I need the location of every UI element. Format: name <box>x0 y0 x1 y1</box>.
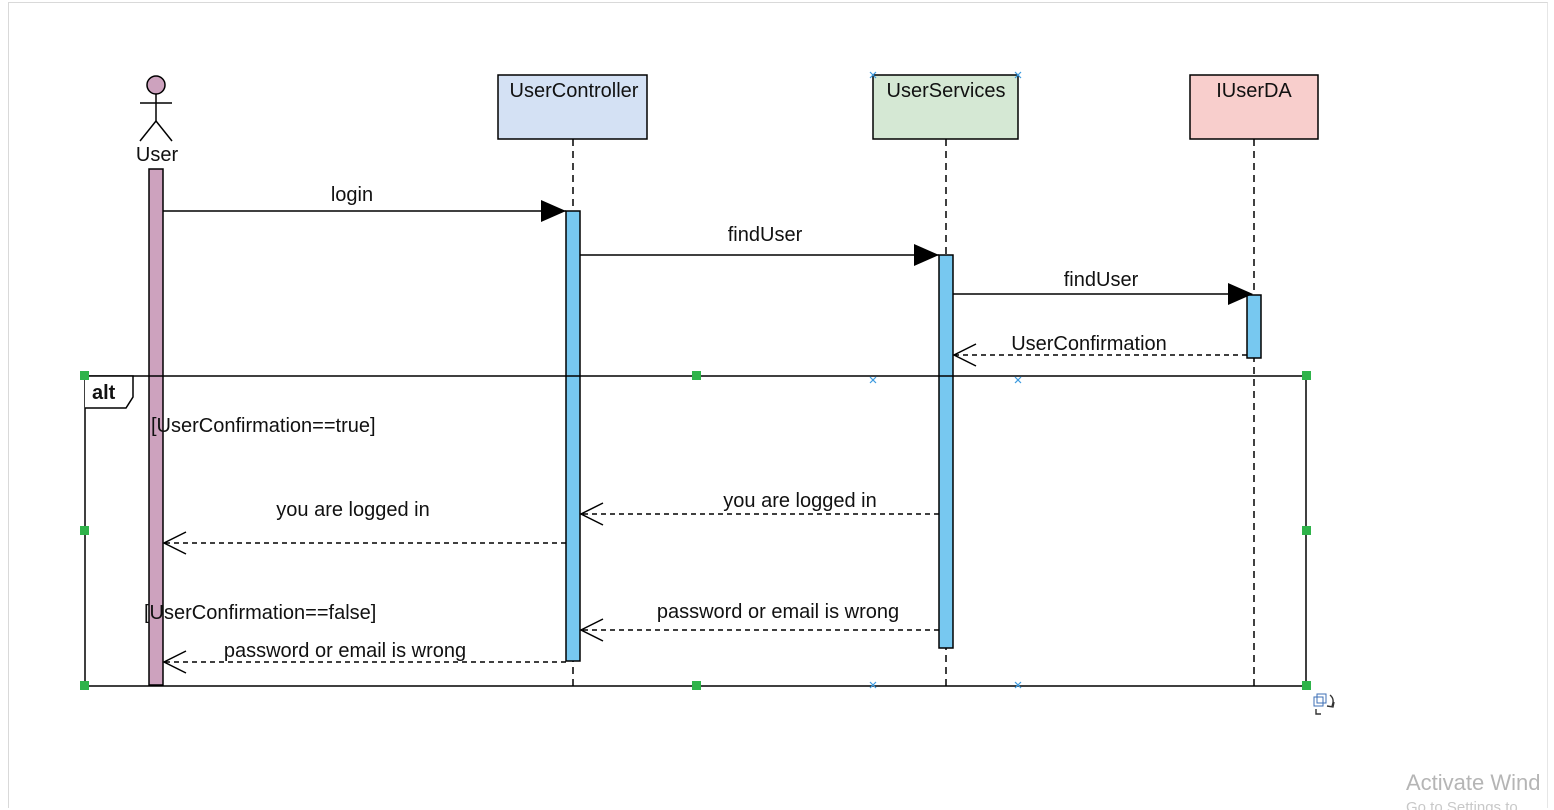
watermark-line-1: Activate Wind <box>1406 770 1541 795</box>
selection-handle[interactable] <box>1302 526 1311 535</box>
arrowhead-icon <box>1228 283 1253 305</box>
message-label-logged-in-services: you are logged in <box>723 490 876 512</box>
return-wrong-controller[interactable]: password or email is wrong <box>162 640 566 674</box>
activation-user-controller[interactable] <box>565 210 581 662</box>
actor-label-user: User <box>136 144 179 166</box>
return-wrong-services[interactable]: password or email is wrong <box>579 601 939 642</box>
fragment-operator-label: alt <box>92 382 116 404</box>
participant-label-user-services: UserServices <box>887 80 1006 102</box>
message-find-user-2[interactable]: findUser <box>953 269 1253 305</box>
message-label-find-user-1: findUser <box>728 224 803 246</box>
open-arrowhead-icon <box>952 343 977 367</box>
participant-label-user-controller: UserController <box>510 80 639 102</box>
message-find-user-1[interactable]: findUser <box>580 224 939 266</box>
activation-iuserda[interactable] <box>1246 294 1262 359</box>
message-login[interactable]: login <box>163 184 566 222</box>
message-label-wrong-services: password or email is wrong <box>657 601 899 623</box>
message-label-find-user-2: findUser <box>1064 269 1139 291</box>
return-logged-in-services[interactable]: you are logged in <box>579 490 939 526</box>
selection-handle[interactable] <box>80 371 89 380</box>
return-user-confirmation[interactable]: UserConfirmation <box>952 333 1247 367</box>
participant-user-services[interactable]: UserServices <box>872 74 1019 140</box>
selection-handle[interactable] <box>1302 371 1311 380</box>
arrowhead-icon <box>914 244 939 266</box>
actor-head <box>146 75 166 95</box>
stick-figure-icon <box>139 75 173 142</box>
message-label-user-confirmation: UserConfirmation <box>1011 333 1167 355</box>
open-arrowhead-icon <box>162 531 187 555</box>
open-arrowhead-icon <box>579 618 604 642</box>
selection-handle[interactable] <box>692 681 701 690</box>
selection-handles[interactable] <box>80 371 1311 690</box>
guard-true: [UserConfirmation==true] <box>151 415 376 437</box>
fragment-operator-tab <box>85 375 134 409</box>
participant-label-iuserda: IUserDA <box>1216 80 1292 102</box>
diagram-canvas <box>8 2 1548 808</box>
guard-false: [UserConfirmation==false] <box>144 602 376 624</box>
connection-markers <box>869 71 1022 689</box>
selection-handle[interactable] <box>692 371 701 380</box>
message-label-logged-in-controller: you are logged in <box>276 499 429 521</box>
watermark-line-2: Go to Settings to <box>1406 799 1518 810</box>
participant-iuserda[interactable]: IUserDA <box>1189 74 1319 140</box>
activation-user[interactable] <box>148 168 164 686</box>
activation-user-services[interactable] <box>938 254 954 649</box>
open-arrowhead-icon <box>579 502 604 526</box>
selection-handle[interactable] <box>1302 681 1311 690</box>
arrowhead-icon <box>541 200 566 222</box>
actor-user[interactable]: User <box>136 75 179 166</box>
selection-handle[interactable] <box>80 526 89 535</box>
resize-handle-icon[interactable] <box>1313 693 1335 715</box>
open-arrowhead-icon <box>162 650 187 674</box>
return-logged-in-controller[interactable]: you are logged in <box>162 499 566 555</box>
participant-user-controller[interactable]: UserController <box>497 74 648 140</box>
message-label-wrong-controller: password or email is wrong <box>224 640 466 662</box>
message-label-login: login <box>331 184 373 206</box>
selection-handle[interactable] <box>80 681 89 690</box>
